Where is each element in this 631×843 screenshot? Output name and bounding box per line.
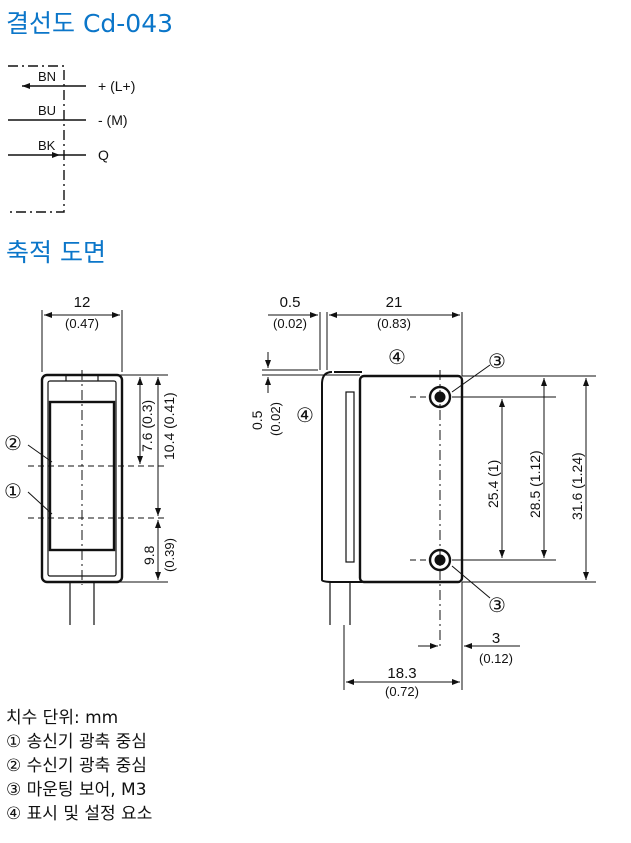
side-body-mm: 21 [386, 294, 403, 311]
note-3: ③ 마운팅 보어, M3 [6, 780, 147, 800]
side-height-a: 28.5 (1.12) [527, 450, 543, 518]
front-width-in: (0.47) [65, 316, 99, 331]
wire-code-bu: BU [38, 103, 56, 118]
front-dim-c-in: (0.39) [162, 538, 177, 572]
front-dim-c-mm: 9.8 [141, 545, 157, 565]
side-body-in: (0.83) [377, 316, 411, 331]
side-base-mm: 18.3 [387, 665, 416, 682]
front-width-mm: 12 [74, 294, 91, 311]
front-view [27, 310, 168, 625]
marker-1: ① [4, 481, 22, 503]
side-gap-in: (0.02) [273, 316, 307, 331]
side-vert-gap-in: (0.02) [268, 402, 283, 436]
side-gap-mm: 0.5 [280, 294, 301, 311]
wire-signal-bk: Q [98, 147, 109, 163]
marker-3-top: ③ [488, 351, 506, 373]
notes-list: 치수 단위: mm ① 송신기 광축 중심 ② 수신기 광축 중심 ③ 마운팅 … [6, 706, 152, 826]
note-unit: 치수 단위: mm [6, 708, 119, 728]
front-dim-a: 7.6 (0.3) [139, 400, 155, 452]
side-hole-pitch: 25.4 (1) [485, 460, 501, 508]
marker-4-side: ④ [296, 405, 314, 427]
side-hole-offset-mm: 3 [492, 630, 500, 647]
wiring-heading: 결선도 Cd-043 [6, 9, 174, 38]
side-base-in: (0.72) [385, 684, 419, 699]
note-2: ② 수신기 광축 중심 [6, 756, 147, 776]
wiring-diagram [8, 65, 86, 213]
wire-code-bn: BN [38, 69, 56, 84]
wire-code-bk: BK [38, 138, 56, 153]
wire-signal-bn: + (L+) [98, 78, 135, 94]
marker-2: ② [4, 433, 22, 455]
side-view [262, 312, 596, 690]
note-1: ① 송신기 광축 중심 [6, 732, 147, 752]
side-hole-offset-in: (0.12) [479, 651, 513, 666]
wire-signal-bu: - (M) [98, 112, 128, 128]
marker-3-bottom: ③ [488, 595, 506, 617]
side-height-b: 31.6 (1.24) [569, 452, 585, 520]
side-vert-gap-mm: 0.5 [249, 410, 265, 430]
marker-4-top: ④ [388, 347, 406, 369]
note-4: ④ 표시 및 설정 요소 [6, 804, 153, 824]
front-dim-b: 10.4 (0.41) [161, 392, 177, 460]
dimensions-heading: 축적 도면 [6, 238, 106, 267]
